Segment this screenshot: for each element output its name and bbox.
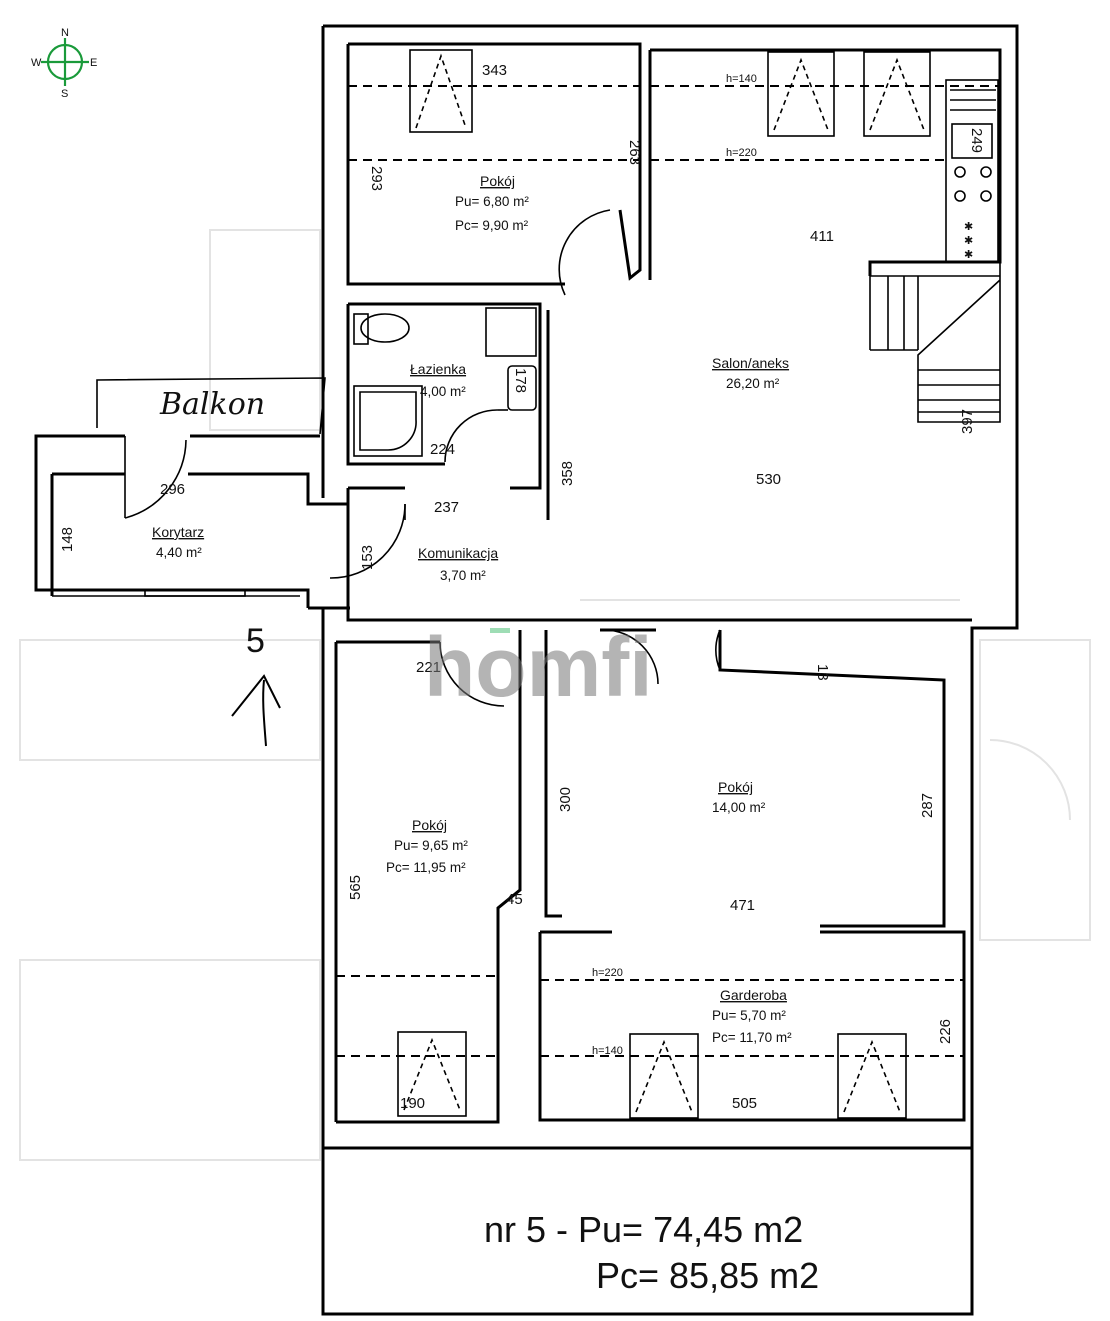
summary-line-2: Pc= 85,85 m2 [596,1255,819,1296]
lazienka-area: 4,00 m² [420,384,466,399]
pokoj3-name: Pokój [718,779,753,795]
room-lazienka: Łazienka 4,00 m² 178 224 [346,302,542,490]
dim-530: 530 [756,471,781,488]
watermark-text: homfi [424,620,653,714]
dim-221: 221 [416,659,441,676]
room-salon: ✱ ✱ ✱ Salon/aneks 26,20 m² 411 530 397 2… [648,48,1002,488]
pokoj2-name: Pokój [412,817,447,833]
room-korytarz: Korytarz 4,40 m² 296 148 [50,436,348,597]
dim-293: 293 [368,166,385,191]
dim-358: 358 [559,461,576,486]
entrance-arrow-icon [231,674,281,747]
room-pokoj-3: Pokój 14,00 m² 300 287 471 13 [544,628,946,928]
dim-178: 178 [512,368,529,393]
dim-565: 565 [347,875,364,900]
garderoba-name: Garderoba [720,987,787,1003]
compass-w: W [31,57,42,69]
dim-45: 45 [506,891,523,908]
floor-number: 5 [246,622,265,660]
compass-icon: N S E W [31,27,97,100]
room-pokoj-1: Pokój Pu= 6,80 m² Pc= 9,90 m² 343 293 26… [346,42,643,296]
compass-e: E [90,57,97,69]
outer-walls [34,24,1019,1316]
pokoj1-name: Pokój [480,173,515,189]
dim-148: 148 [59,527,76,552]
room-garderoba: Garderoba Pu= 5,70 m² Pc= 11,70 m² 505 2… [538,930,966,1122]
pokoj2-pc: Pc= 11,95 m² [386,860,466,875]
pokoj3-area: 14,00 m² [712,800,766,815]
lazienka-name: Łazienka [410,361,466,377]
dim-411: 411 [810,228,834,245]
height-h220-bottom: h=220 [592,967,623,979]
summary-line-1: nr 5 - Pu= 74,45 m2 [484,1209,803,1250]
dim-226: 226 [937,1019,954,1044]
dim-263: 263 [626,140,643,165]
dim-224: 224 [430,441,455,458]
pokoj1-pu: Pu= 6,80 m² [455,194,529,209]
komunikacja-name: Komunikacja [418,545,498,561]
dim-287: 287 [919,793,936,818]
dim-300: 300 [557,787,574,812]
salon-name: Salon/aneks [712,355,789,371]
dim-249: 249 [968,128,985,153]
compass-n: N [61,27,69,39]
dim-13: 13 [814,664,831,681]
dim-153: 153 [359,545,376,570]
korytarz-area: 4,40 m² [156,545,202,560]
ghost-background-plan [19,229,1091,1161]
dim-296: 296 [160,481,185,498]
pokoj1-pc: Pc= 9,90 m² [455,218,529,233]
dim-237: 237 [434,499,459,516]
height-h140-bottom: h=140 [592,1045,623,1057]
compass-s: S [61,88,68,100]
dim-397: 397 [959,409,976,434]
height-h140-top: h=140 [726,73,757,85]
garderoba-pc: Pc= 11,70 m² [712,1030,792,1045]
korytarz-name: Korytarz [152,524,204,540]
balcony-label: Balkon [159,387,265,422]
dim-471: 471 [730,897,755,914]
dim-190: 190 [400,1095,425,1112]
height-h220-top: h=220 [726,147,757,159]
komunikacja-area: 3,70 m² [440,568,486,583]
salon-area: 26,20 m² [726,376,780,391]
pokoj2-pu: Pu= 9,65 m² [394,838,468,853]
svg-text:✱: ✱ [964,235,973,247]
dim-505: 505 [732,1095,757,1112]
svg-text:✱: ✱ [964,249,973,261]
garderoba-pu: Pu= 5,70 m² [712,1008,786,1023]
balcony: Balkon [96,377,326,435]
dim-343: 343 [482,62,507,79]
room-pokoj-2: Pokój Pu= 9,65 m² Pc= 11,95 m² 221 565 4… [334,630,523,1124]
room-komunikacja: Komunikacja 3,70 m² 237 153 358 [329,310,972,622]
svg-text:✱: ✱ [964,221,973,233]
watermark-logo: homfi [424,620,653,714]
